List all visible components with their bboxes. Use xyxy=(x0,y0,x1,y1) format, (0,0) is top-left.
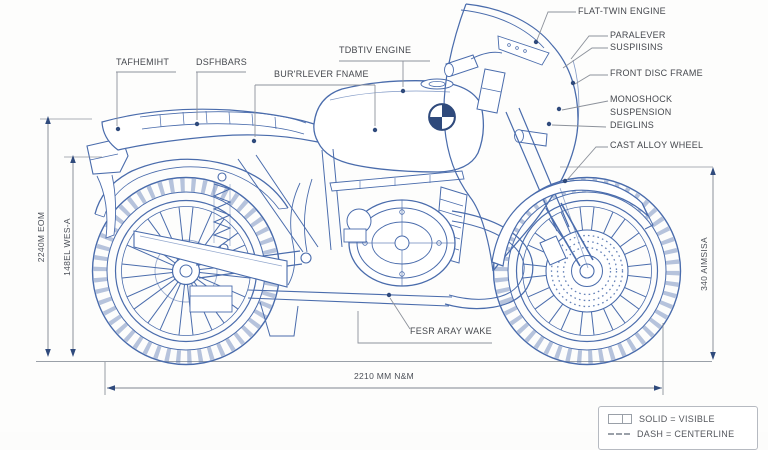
label-cast-alloy: CAST ALLOY WHEEL xyxy=(610,140,704,150)
muffler xyxy=(133,230,288,288)
front-fork xyxy=(505,107,594,267)
dim-wheelbase: 2210 MM N&M xyxy=(354,371,414,381)
fairing xyxy=(443,3,580,272)
dimension-arrows xyxy=(45,116,716,391)
battery-box xyxy=(189,285,299,337)
legend-dash-label: DASH = CENTERLINE xyxy=(637,429,735,439)
bmw-roundel-icon xyxy=(428,103,456,131)
label-rear-brake: FESR ARAY WAKE xyxy=(410,326,492,336)
motorcycle-blueprint-drawing xyxy=(36,3,716,395)
dim-wheel-height: 340 AIMSISA xyxy=(699,237,709,291)
leader-lines xyxy=(116,11,609,344)
label-front-disc: FRONT DISC FRAME xyxy=(610,68,703,78)
label-tail: TAFHEMIHT xyxy=(116,57,170,67)
label-monoshock-3: DEIGLINS xyxy=(610,120,655,130)
blueprint-page: TAFHEMIHT DSFHBARS BUR'RLEVER FNAME TDBT… xyxy=(36,3,758,450)
line-legend: SOLID = VISIBLE DASH = CENTERLINE xyxy=(598,406,758,450)
dashed-line-sample-icon xyxy=(608,433,630,435)
exhaust-pipes xyxy=(247,210,534,310)
motorcycle-body xyxy=(86,3,654,337)
dim-overall-height: 2240M EOM xyxy=(36,211,46,263)
label-frame: BUR'RLEVER FNAME xyxy=(274,69,369,79)
label-monoshock-1: MONOSHOCK xyxy=(610,94,673,104)
boxer-engine xyxy=(287,170,468,287)
legend-row-solid: SOLID = VISIBLE xyxy=(608,414,748,424)
legend-row-dash: DASH = CENTERLINE xyxy=(608,429,748,439)
handlebar xyxy=(444,51,506,114)
legend-solid-label: SOLID = VISIBLE xyxy=(639,414,715,424)
seat xyxy=(101,108,319,151)
label-monoshock-2: SUSPENSION xyxy=(610,107,672,117)
label-handlebars: DSFHBARS xyxy=(196,57,248,67)
front-brake-disc xyxy=(545,229,629,313)
label-flat-twin: FLAT-TWIN ENGINE xyxy=(578,6,666,16)
label-engine-top: TDBTIV ENGINE xyxy=(339,45,412,55)
solid-line-sample-icon xyxy=(608,414,632,424)
label-paralever-2: SUSPIISINS xyxy=(610,42,664,52)
brake-caliper xyxy=(539,235,567,266)
front-fender xyxy=(491,179,654,269)
fuel-tank xyxy=(313,78,485,173)
dim-seat-height: 148EL WES-A xyxy=(62,218,72,276)
label-paralever-1: PARALEVER xyxy=(610,30,666,40)
dimension-lines xyxy=(40,118,714,395)
leader-dots xyxy=(115,39,576,298)
